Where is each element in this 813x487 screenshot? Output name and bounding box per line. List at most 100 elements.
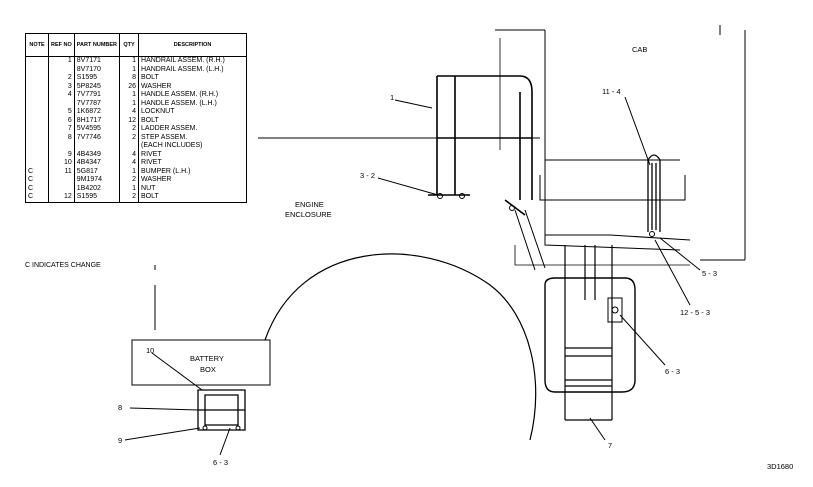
part-number-cell: 4B4347	[73, 159, 121, 168]
callout-11-4: 11 - 4	[602, 87, 621, 96]
bolt-marker	[649, 231, 655, 237]
ref-no-cell: 9	[48, 150, 75, 159]
col-header-part-number: PART NUMBER	[73, 33, 121, 57]
note-cell	[25, 65, 49, 74]
qty-cell: 4	[119, 150, 140, 159]
col-header-note: NOTE	[25, 33, 49, 57]
note-cell: C	[25, 167, 49, 176]
part-number-cell: 4B4349	[73, 150, 121, 159]
note-cell	[25, 91, 49, 100]
description-cell: BOLT	[138, 74, 247, 83]
qty-cell: 12	[119, 116, 140, 125]
part-number-cell: 7V7787	[73, 99, 121, 108]
part-number-cell: 1B4202	[73, 184, 121, 193]
ref-no-cell	[48, 65, 75, 74]
cab-label: CAB	[632, 45, 647, 54]
col-header-description: DESCRIPTION	[138, 33, 247, 57]
note-cell	[25, 142, 49, 151]
table-row: (EACH INCLUDES)	[25, 142, 247, 151]
rivet-marker	[235, 425, 241, 431]
description-cell: HANDLE ASSEM. (R.H.)	[138, 91, 247, 100]
qty-cell: 1	[119, 99, 140, 108]
link-rod	[514, 209, 546, 271]
qty-cell: 1	[119, 184, 140, 193]
bolt-marker	[437, 193, 443, 199]
part-number-cell: S1595	[73, 74, 121, 83]
battery-box-label-2: BOX	[200, 365, 216, 374]
part-number-cell: 5G817	[73, 167, 121, 176]
ref-no-cell: 6	[48, 116, 75, 125]
bolt-marker	[509, 205, 515, 211]
rivet-marker	[202, 425, 208, 431]
table-header-row: NOTE REF NO PART NUMBER QTY DESCRIPTION	[25, 33, 247, 57]
leader-5-3	[659, 237, 701, 271]
note-cell	[25, 56, 49, 66]
step-assembly	[197, 389, 246, 431]
ref-no-cell: 8	[48, 133, 75, 142]
note-cell	[25, 99, 49, 108]
ref-no-cell	[48, 99, 75, 108]
ref-no-cell: 10	[48, 159, 75, 168]
qty-cell: 1	[119, 65, 140, 74]
description-cell: LOCKNUT	[138, 108, 247, 117]
note-cell: C	[25, 193, 49, 203]
description-cell: LADDER ASSEM.	[138, 125, 247, 134]
note-cell	[25, 116, 49, 125]
note-cell	[25, 74, 49, 83]
note-cell: C	[25, 176, 49, 185]
callout-10: 10	[146, 346, 154, 355]
qty-cell: 26	[119, 82, 140, 91]
leader-6-3-left	[219, 427, 231, 456]
description-cell: BUMPER (L.H.)	[138, 167, 247, 176]
leader-6-3-right	[619, 314, 666, 366]
ladder-rails	[564, 245, 613, 421]
description-cell: RIVET	[138, 150, 247, 159]
description-cell: WASHER	[138, 176, 247, 185]
part-number-cell: 5V4595	[73, 125, 121, 134]
leader-11-4	[624, 96, 651, 166]
note-cell: C	[25, 184, 49, 193]
qty-cell: 8	[119, 74, 140, 83]
part-number-cell: S1595	[73, 193, 121, 203]
description-cell: NUT	[138, 184, 247, 193]
note-cell	[25, 125, 49, 134]
part-number-cell: 8V7170	[73, 65, 121, 74]
leader-9	[124, 427, 201, 441]
part-number-cell: 7V7746	[73, 133, 121, 142]
description-cell: HANDLE ASSEM. (L.H.)	[138, 99, 247, 108]
leader-10	[151, 352, 203, 391]
callout-8: 8	[118, 403, 122, 412]
qty-cell: 2	[119, 125, 140, 134]
callout-1: 1	[390, 93, 394, 102]
cab-vertical	[499, 29, 690, 266]
callout-7: 7	[608, 441, 612, 450]
ref-no-cell	[48, 142, 75, 151]
callout-12-5-3: 12 - 5 - 3	[680, 308, 710, 317]
ref-no-cell: 12	[48, 193, 75, 203]
part-number-cell	[73, 142, 121, 151]
description-cell: HANDRAIL ASSEM. (R.H.)	[138, 56, 247, 66]
callout-9: 9	[118, 436, 122, 445]
ref-no-cell: 4	[48, 91, 75, 100]
bolt-marker	[459, 193, 465, 199]
leader-7	[589, 417, 606, 441]
ref-no-cell: 1	[48, 56, 75, 66]
part-number-cell: 9M1974	[73, 176, 121, 185]
battery-box-label: BATTERY	[190, 354, 224, 363]
ladder-bracket	[607, 297, 623, 323]
qty-cell: 1	[119, 91, 140, 100]
leader-12-5-3	[654, 239, 691, 306]
ref-no-cell: 5	[48, 108, 75, 117]
